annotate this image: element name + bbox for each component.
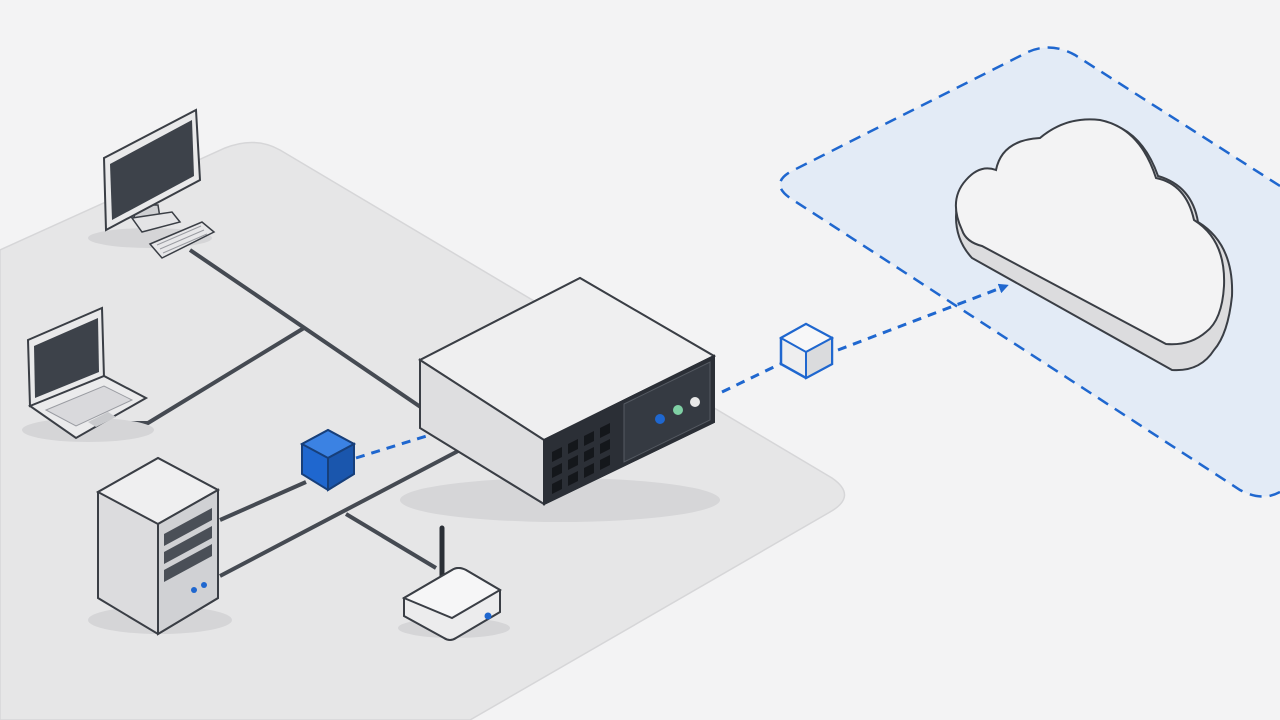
flow-server-to-packet [721,362,781,394]
desktop-monitor-icon [88,108,212,248]
keyboard-icon [148,221,216,259]
cloud-icon [955,118,1234,372]
cable-desktop-to-server [188,248,424,410]
rack-server-icon [400,276,720,522]
cable-tower-upper [219,480,307,522]
wifi-router-icon [398,525,510,641]
blue-cube-icon [299,428,357,492]
data-flows [355,283,1009,460]
outline-cube-icon [778,322,835,380]
flow-packet-to-server [355,421,468,460]
cable-router-to-junction [344,512,438,570]
tower-server-icon [88,456,232,636]
cable-tower-lower [219,448,461,578]
laptop-icon [22,306,154,442]
flow-packet-to-cloud [837,283,1009,352]
